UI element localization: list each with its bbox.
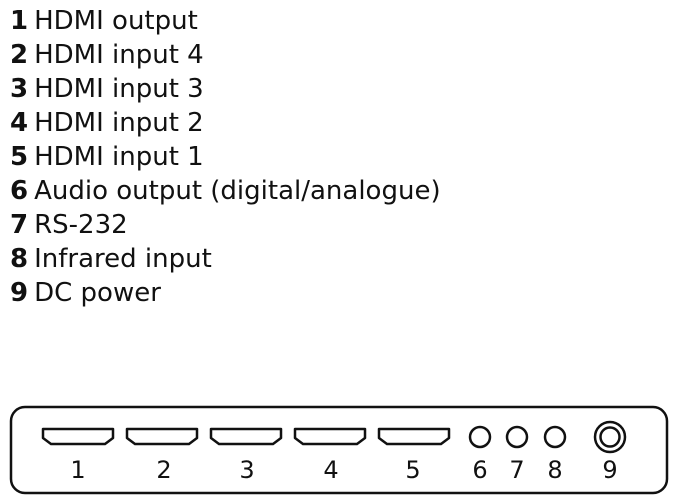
legend-number: 8	[10, 244, 29, 274]
round-jack-icon	[468, 425, 492, 449]
hdmi-port-4: 4	[293, 427, 367, 484]
hdmi-port-icon	[41, 427, 115, 446]
legend-label: Infrared input	[34, 244, 212, 274]
port-number-label: 3	[239, 456, 254, 484]
rear-panel-diagram: 1 2 3 4 5 6 7 8 9	[9, 405, 669, 495]
legend-number: 6	[10, 176, 29, 206]
legend-label: HDMI input 3	[34, 74, 204, 104]
legend-number: 7	[10, 210, 29, 240]
legend-number: 9	[10, 278, 29, 308]
hdmi-port-3: 3	[209, 427, 283, 484]
dc-power-jack: 9	[593, 420, 627, 484]
port-number-label: 7	[509, 456, 524, 484]
legend-label: HDMI input 2	[34, 108, 204, 138]
hdmi-port-2: 2	[125, 427, 199, 484]
legend-number: 1	[10, 6, 29, 36]
infrared-input-jack: 8	[543, 425, 567, 484]
port-number-label: 2	[156, 456, 171, 484]
hdmi-port-icon	[125, 427, 199, 446]
hdmi-port-icon	[209, 427, 283, 446]
port-number-label: 5	[405, 456, 420, 484]
legend-label: HDMI input 4	[34, 40, 204, 70]
round-jack-icon	[543, 425, 567, 449]
port-number-label: 4	[323, 456, 338, 484]
legend-label: DC power	[34, 278, 161, 308]
legend-number: 3	[10, 74, 29, 104]
port-number-label: 9	[602, 456, 617, 484]
legend-number: 2	[10, 40, 29, 70]
hdmi-port-icon	[293, 427, 367, 446]
hdmi-port-1: 1	[41, 427, 115, 484]
dc-barrel-jack-inner-icon	[599, 426, 621, 448]
dc-barrel-jack-icon	[593, 420, 627, 454]
legend-label: HDMI output	[34, 6, 198, 36]
port-number-label: 1	[70, 456, 85, 484]
port-number-label: 6	[472, 456, 487, 484]
audio-output-jack: 6	[468, 425, 492, 484]
round-jack-icon	[505, 425, 529, 449]
legend-number: 4	[10, 108, 29, 138]
legend-number: 5	[10, 142, 29, 172]
hdmi-port-5: 5	[377, 427, 451, 484]
rs232-jack: 7	[505, 425, 529, 484]
legend-label: Audio output (digital/analogue)	[34, 176, 441, 206]
legend-label: HDMI input 1	[34, 142, 204, 172]
panel-outline	[9, 405, 669, 495]
legend-label: RS-232	[34, 210, 128, 240]
port-number-label: 8	[547, 456, 562, 484]
hdmi-port-icon	[377, 427, 451, 446]
